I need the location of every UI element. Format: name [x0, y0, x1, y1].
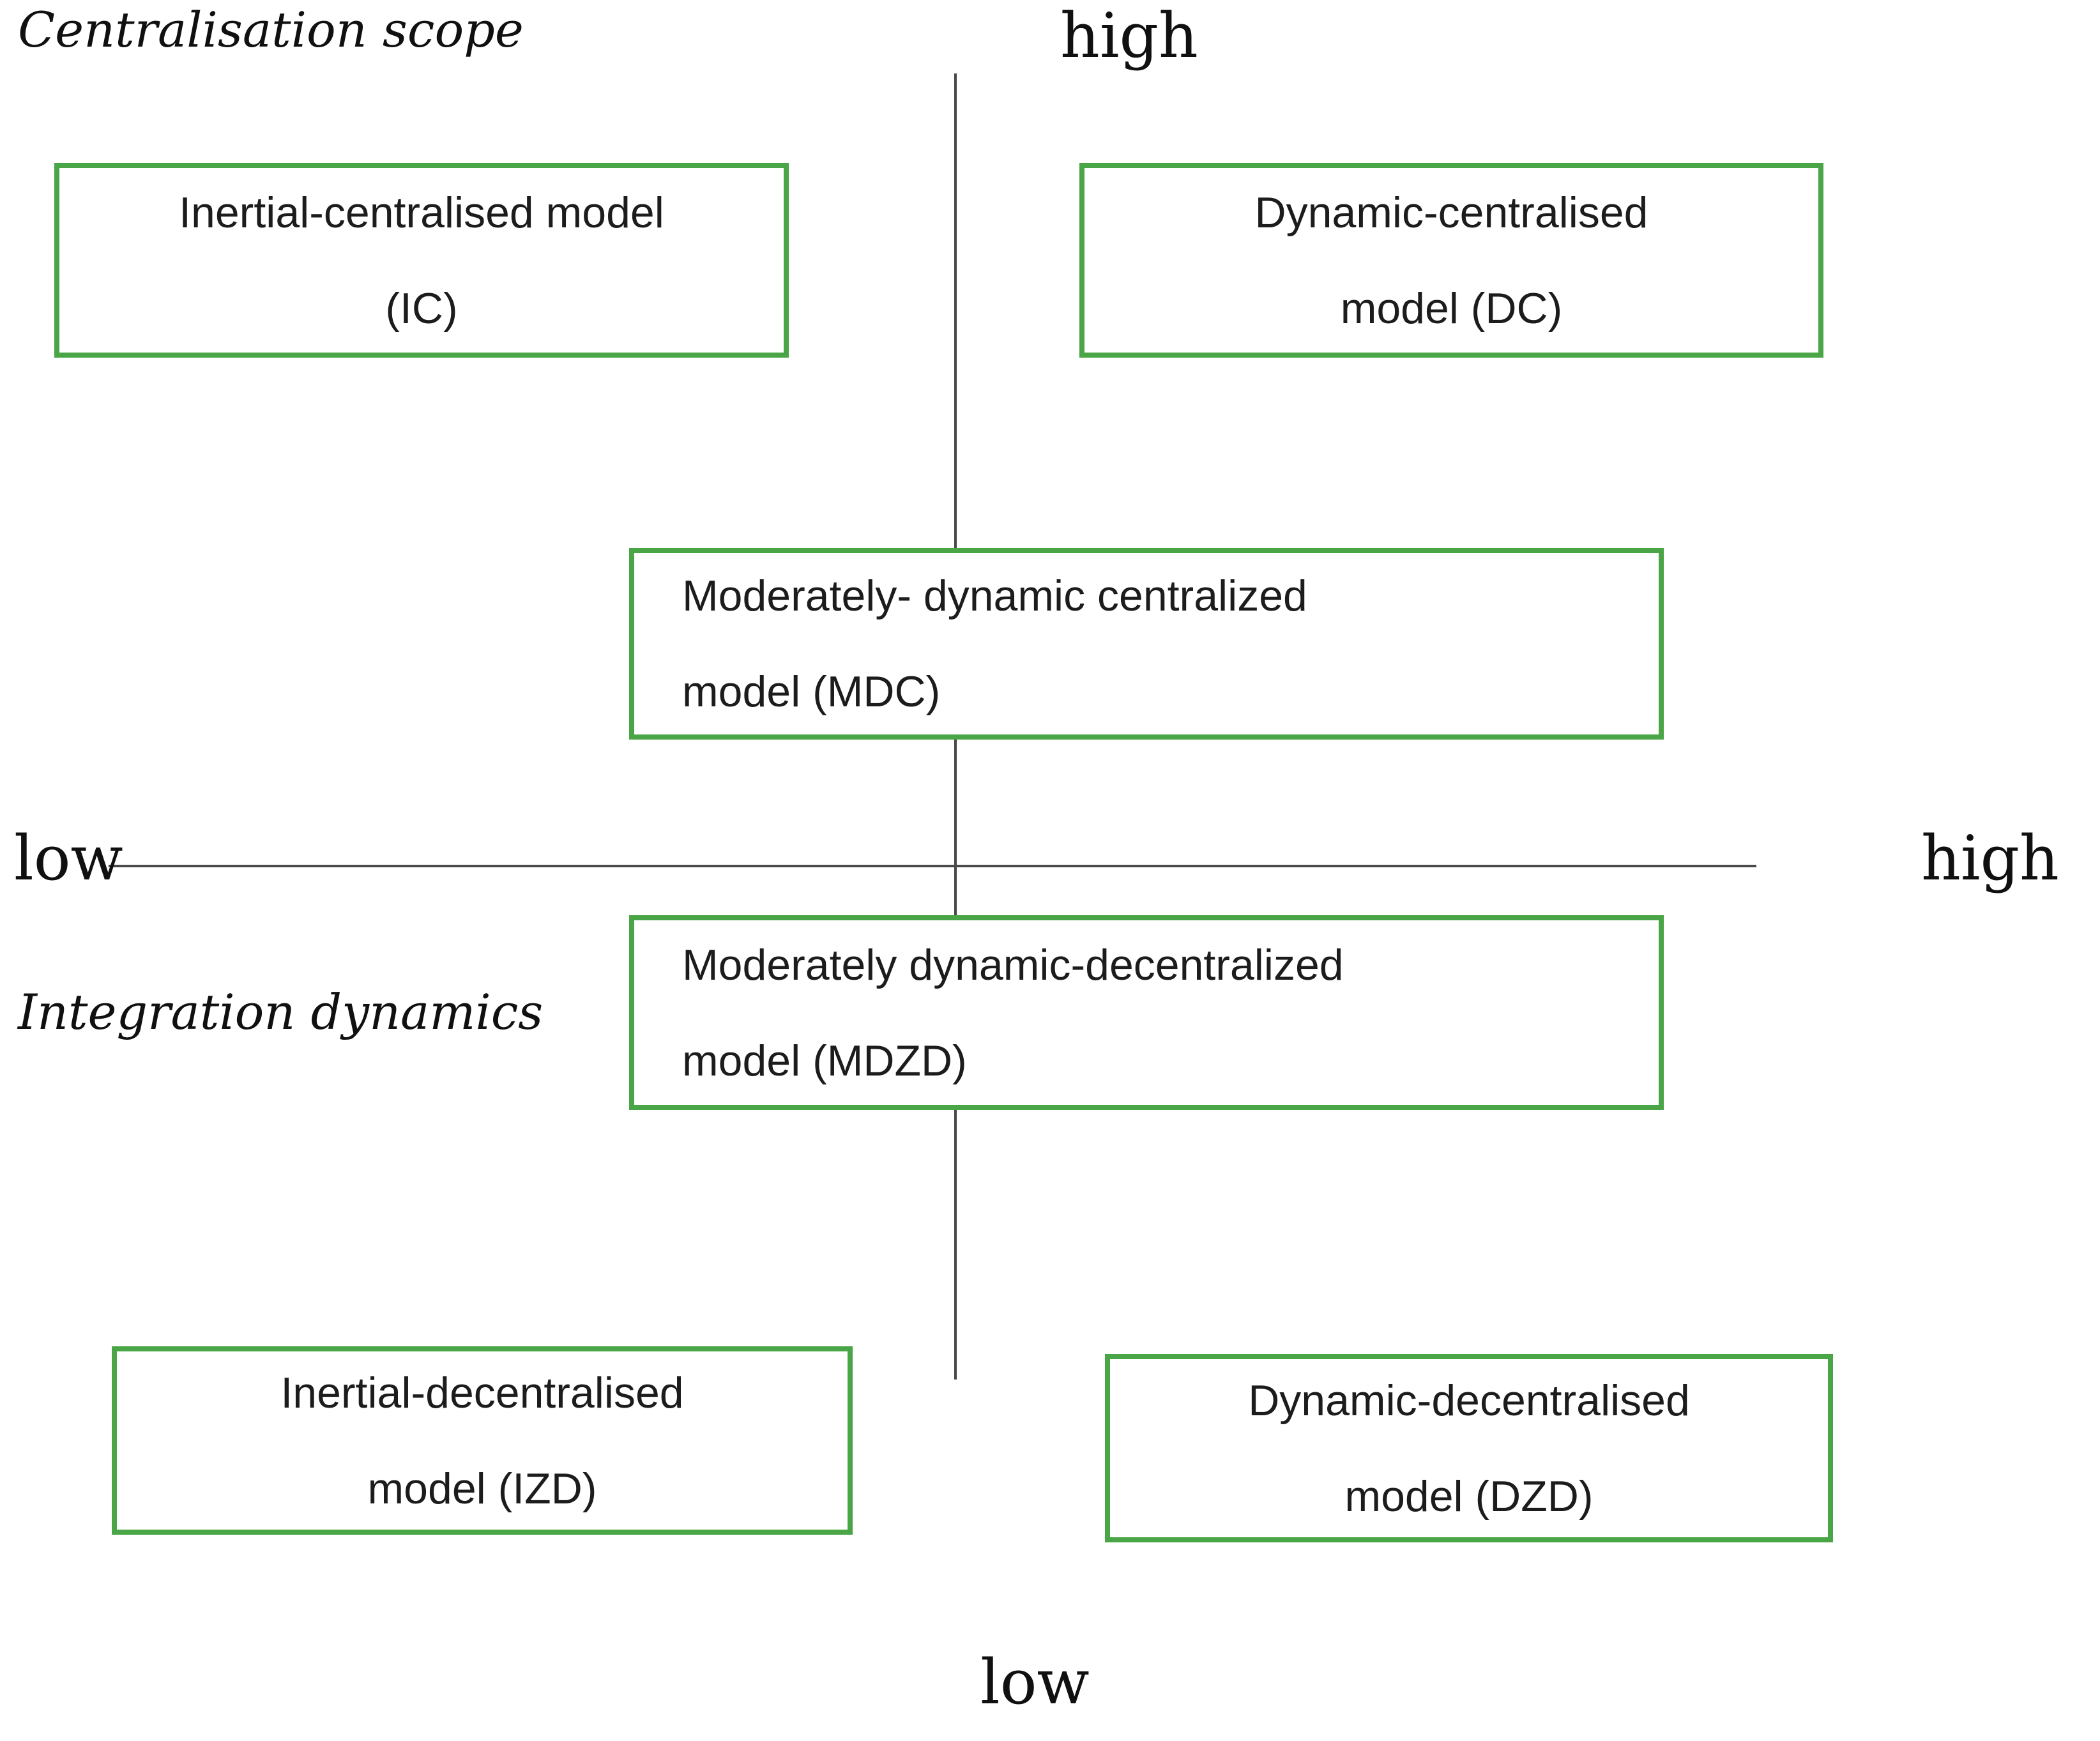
quadrant-box-moderately-dynamic-centralized: Moderately- dynamic centralized model (M… — [629, 548, 1664, 740]
horizontal-axis-high-label: high — [1921, 823, 2059, 894]
box-text-line: model (DZD) — [1344, 1471, 1594, 1521]
horizontal-axis-title: Integration dynamics — [18, 984, 544, 1040]
quadrant-box-inertial-centralised: Inertial-centralised model (IC) — [54, 163, 789, 358]
quadrant-box-moderately-dynamic-decentralized: Moderately dynamic-decentralized model (… — [629, 915, 1664, 1110]
vertical-axis-title: Centralisation scope — [18, 1, 524, 58]
vertical-axis-high-label: high — [1060, 0, 1198, 72]
quadrant-box-dynamic-decentralised: Dynamic-decentralised model (DZD) — [1105, 1354, 1833, 1542]
quadrant-box-inertial-decentralised: Inertial-decentralised model (IZD) — [112, 1346, 853, 1535]
box-text-line: Moderately- dynamic centralized — [682, 572, 1307, 620]
box-text-line: Inertial-centralised model — [179, 188, 664, 237]
box-text-line: Dynamic-centralised — [1254, 188, 1648, 237]
box-text-line: Inertial-decentralised — [280, 1368, 684, 1417]
quadrant-box-dynamic-centralised: Dynamic-centralised model (DC) — [1079, 163, 1823, 358]
horizontal-axis-low-label: low — [14, 823, 123, 894]
vertical-axis-low-label: low — [980, 1646, 1090, 1718]
horizontal-axis-line — [109, 865, 1756, 867]
box-text-line: Moderately dynamic-decentralized — [682, 940, 1344, 989]
box-text-line: model (MDZD) — [682, 1036, 967, 1085]
box-text-line: model (DC) — [1340, 284, 1563, 333]
box-text-line: model (MDC) — [682, 667, 941, 716]
box-text-line: Dynamic-decentralised — [1248, 1376, 1690, 1425]
box-text-line: model (IZD) — [367, 1464, 597, 1513]
box-text-line: (IC) — [385, 284, 458, 333]
